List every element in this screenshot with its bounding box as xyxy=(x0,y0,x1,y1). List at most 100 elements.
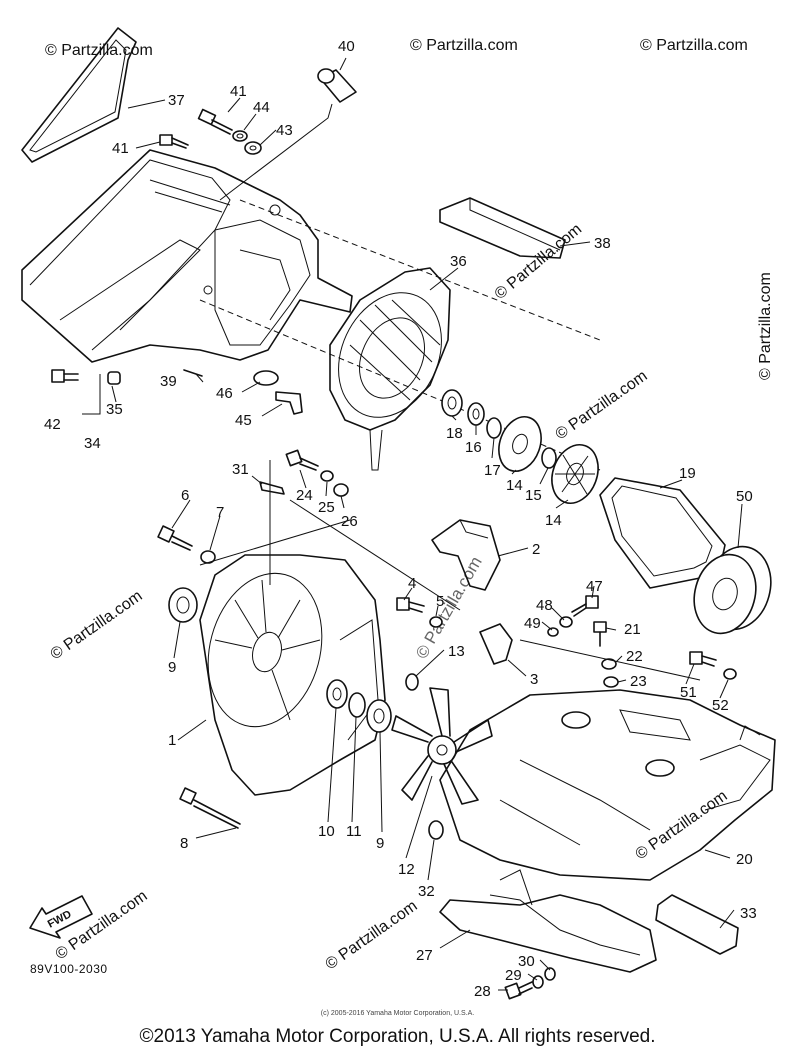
callout-4: 4 xyxy=(408,575,416,592)
part-9-seal-right xyxy=(366,699,392,733)
callout-9: 9 xyxy=(376,835,384,852)
bolt-51 xyxy=(689,651,717,667)
callout-20: 20 xyxy=(736,851,753,868)
part-36-fan-housing xyxy=(329,267,451,471)
callout-45: 45 xyxy=(235,412,252,429)
callout-36: 36 xyxy=(450,253,467,270)
watermark-text: © Partzilla.com xyxy=(410,37,518,54)
part-11-washer xyxy=(348,692,366,718)
part-35-collar xyxy=(107,371,121,385)
watermark-text: © Partzilla.com xyxy=(633,788,731,864)
callout-47: 47 xyxy=(586,578,603,595)
callout-21: 21 xyxy=(624,621,641,638)
part-46-damper xyxy=(253,370,279,386)
part-34-upper-shroud xyxy=(21,149,353,363)
part-45-bracket xyxy=(275,391,303,415)
callout-leaders xyxy=(82,57,743,991)
part-13-collar xyxy=(405,673,419,691)
part-38-seal xyxy=(439,197,566,259)
part-14-pulley-half xyxy=(498,416,542,472)
callout-50: 50 xyxy=(736,488,753,505)
bolt-42 xyxy=(51,369,79,383)
part-2-duct xyxy=(431,519,501,591)
washer-30 xyxy=(544,967,556,981)
callout-9: 9 xyxy=(168,659,176,676)
callout-labels: 37 40 41 44 43 41 38 36 42 35 34 39 46 4… xyxy=(44,38,757,1000)
callout-30: 30 xyxy=(518,953,535,970)
callout-19: 19 xyxy=(679,465,696,482)
part-17-washer xyxy=(486,417,502,439)
washer-49 xyxy=(547,627,559,637)
part-31-plate xyxy=(259,481,285,495)
watermark-text: © Partzilla.com xyxy=(640,37,748,54)
callout-14: 14 xyxy=(506,477,523,494)
callout-49: 49 xyxy=(524,615,541,632)
part-1-fan-cover xyxy=(199,554,386,796)
watermark-text: © Partzilla.com xyxy=(45,42,153,59)
callout-27: 27 xyxy=(416,947,433,964)
callout-41: 41 xyxy=(112,140,129,157)
callout-17: 17 xyxy=(484,462,501,479)
bolt-4 xyxy=(396,597,425,613)
part-10-collar xyxy=(326,679,348,709)
callout-28: 28 xyxy=(474,983,491,1000)
bolt-28 xyxy=(504,981,533,1000)
bolt-24 xyxy=(285,449,319,471)
part-50-pulley xyxy=(693,545,772,635)
callout-34: 34 xyxy=(84,435,101,452)
callout-25: 25 xyxy=(318,499,335,516)
washer-52 xyxy=(723,668,737,680)
callout-23: 23 xyxy=(630,673,647,690)
washer-43 xyxy=(244,141,262,155)
callout-5: 5 xyxy=(436,593,444,610)
washer-5 xyxy=(429,616,443,628)
callout-33: 33 xyxy=(740,905,757,922)
washer-25 xyxy=(320,470,334,482)
callout-29: 29 xyxy=(505,967,522,984)
part-18-collar xyxy=(441,389,463,417)
callout-37: 37 xyxy=(168,92,185,109)
callout-18: 18 xyxy=(446,425,463,442)
callout-39: 39 xyxy=(160,373,177,390)
callout-35: 35 xyxy=(106,401,123,418)
footer-copyright: ©2013 Yamaha Motor Corporation, U.S.A. A… xyxy=(139,1026,656,1047)
part-3-bracket xyxy=(479,623,513,665)
callout-6: 6 xyxy=(181,487,189,504)
bolt-47 xyxy=(571,595,599,617)
callout-15: 15 xyxy=(525,487,542,504)
callout-2: 2 xyxy=(532,541,540,558)
callout-13: 13 xyxy=(448,643,465,660)
callout-32: 32 xyxy=(418,883,435,900)
callout-22: 22 xyxy=(626,648,643,665)
part-39-pin xyxy=(183,369,203,377)
callout-26: 26 xyxy=(341,513,358,530)
bolt-21 xyxy=(593,621,607,647)
part-40-grommet xyxy=(219,68,357,201)
bolt-6 xyxy=(157,525,193,551)
callout-38: 38 xyxy=(594,235,611,252)
small-copyright: (c) 2005-2016 Yamaha Motor Corporation, … xyxy=(320,1010,475,1017)
part-16-washer xyxy=(467,402,485,426)
callout-14: 14 xyxy=(545,512,562,529)
bolt-41-top xyxy=(197,108,233,135)
callout-46: 46 xyxy=(216,385,233,402)
part-32-seal xyxy=(428,820,444,840)
part-8-bolt xyxy=(179,787,241,829)
callout-42: 42 xyxy=(44,416,61,433)
bolt-41-left xyxy=(159,134,189,149)
washer-23 xyxy=(603,676,619,688)
callout-31: 31 xyxy=(232,461,249,478)
drawing-code: 89V100-2030 xyxy=(30,962,108,976)
callout-3: 3 xyxy=(530,671,538,688)
watermark-text: © Partzilla.com xyxy=(757,272,774,380)
callout-12: 12 xyxy=(398,861,415,878)
fwd-arrow-icon: FWD xyxy=(29,895,93,939)
callout-7: 7 xyxy=(216,504,224,521)
callout-44: 44 xyxy=(253,99,270,116)
part-37-seal xyxy=(21,27,137,163)
callout-16: 16 xyxy=(465,439,482,456)
callout-10: 10 xyxy=(318,823,335,840)
part-9-seal-left xyxy=(168,587,198,623)
watermark-text: © Partzilla.com xyxy=(492,221,586,303)
